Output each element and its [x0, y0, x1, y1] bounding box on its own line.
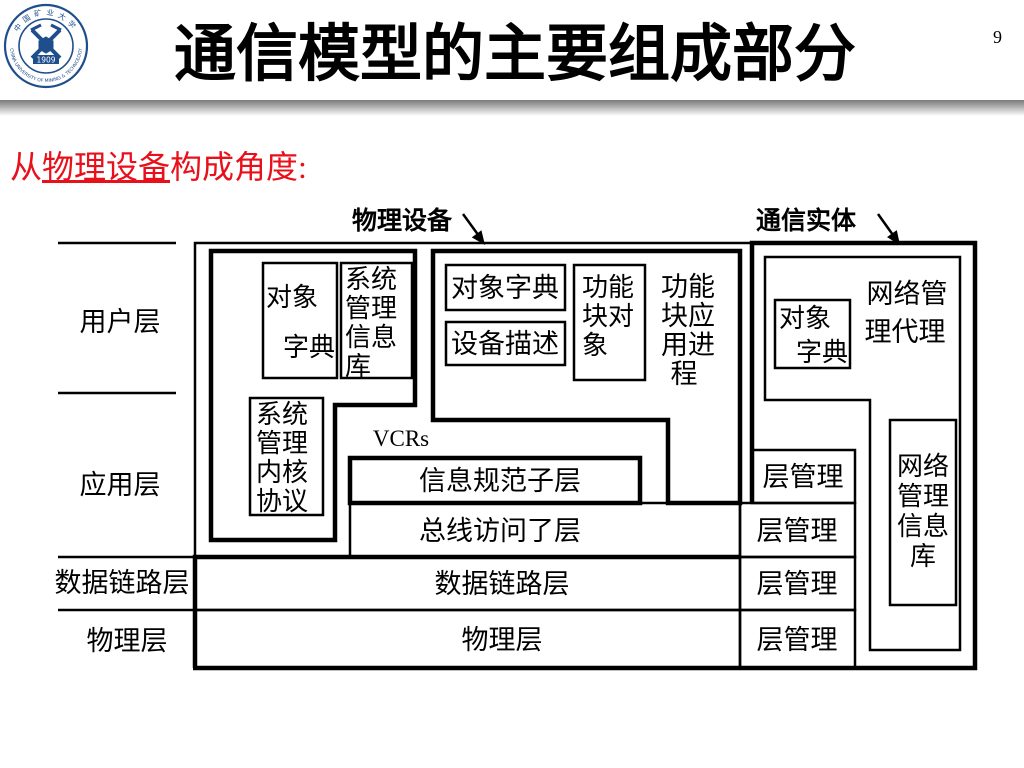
layer-label-application: 应用层 — [80, 470, 161, 500]
vcrs-label: VCRs — [373, 426, 429, 451]
sm-object-dictionary-box — [261, 261, 339, 380]
page-number: 9 — [993, 27, 1002, 47]
nm-object-dictionary-line-2: 字典 — [796, 338, 848, 367]
smib-box — [339, 261, 414, 380]
nmib-line-1: 网络 — [897, 452, 949, 481]
sm-object-dictionary-line-1: 对象 — [266, 283, 318, 312]
subtitle-suffix: 构成角度: — [170, 149, 307, 185]
nm-agent-line-1: 网络管 — [867, 279, 948, 309]
communication-entity-label: 通信实体 — [756, 206, 857, 235]
layer-label-physical: 物理层 — [87, 626, 168, 656]
fb-object-line-2: 块对 — [582, 302, 634, 331]
smib-line-2: 管理 — [345, 294, 397, 323]
logo-emblem-icon — [30, 23, 62, 60]
communication-model-diagram: 用户层 应用层 数据链路层 物理层 物理设备 通信实体 对象 字典 系统 管理 … — [55, 206, 978, 671]
nmib-box — [888, 418, 958, 607]
nmib-line-3: 信息 — [897, 512, 949, 541]
subtitle-underlined: 物理设备 — [42, 149, 171, 185]
physical-layer-label: 物理层 — [462, 625, 543, 655]
header-divider — [0, 100, 1024, 116]
layer-management-label-2: 层管理 — [757, 516, 838, 546]
smib-line-3: 信息 — [345, 323, 397, 352]
sm-kernel-protocol-line-3: 内核 — [256, 458, 308, 487]
fb-object-dictionary-box — [444, 263, 567, 312]
communication-entity-outline — [749, 240, 978, 670]
nm-object-dictionary-line-1: 对象 — [779, 304, 831, 333]
smib-line-4: 库 — [345, 352, 371, 381]
fb-application-line-4: 程 — [671, 359, 698, 389]
logo-year: 1909 — [36, 56, 55, 65]
fas-sublayer-label: 总线访问了层 — [419, 516, 581, 546]
layer-management-label-1: 层管理 — [763, 462, 844, 492]
physical-device-outline — [193, 241, 752, 668]
page-title: 通信模型的主要组成部分 — [173, 21, 856, 89]
lower-stack-outline — [192, 554, 740, 668]
fb-application-line-3: 用进 — [661, 330, 715, 360]
sm-kernel-protocol-line-4: 协议 — [256, 487, 308, 516]
fb-application-line-2: 块应 — [661, 301, 715, 331]
layer-management-label-3: 层管理 — [757, 569, 838, 599]
subtitle: 从物理设备构成角度: — [10, 146, 307, 188]
sm-object-dictionary-line-2: 字典 — [283, 333, 335, 362]
layer-label-user: 用户层 — [80, 307, 161, 337]
fms-sublayer-label: 信息规范子层 — [419, 466, 581, 496]
logo-year-banner — [33, 55, 59, 64]
fb-object-line-3: 象 — [582, 331, 608, 360]
nmib-line-4: 库 — [910, 542, 936, 571]
fb-object-dictionary-label: 对象字典 — [451, 273, 559, 303]
function-block-object-box — [572, 263, 647, 382]
communication-entity-arrow-icon — [876, 213, 900, 245]
physical-device-arrow-icon — [461, 213, 485, 245]
device-description-box — [444, 320, 567, 367]
nm-agent-line-2: 理代理 — [865, 317, 946, 347]
sm-kernel-protocol-line-2: 管理 — [256, 429, 308, 458]
sm-kernel-protocol-line-1: 系统 — [256, 400, 308, 429]
layer-label-data-link: 数据链路层 — [55, 568, 190, 598]
nmib-line-2: 管理 — [897, 482, 949, 511]
smib-line-1: 系统 — [345, 265, 397, 294]
physical-device-label: 物理设备 — [352, 207, 453, 235]
data-link-layer-label: 数据链路层 — [435, 569, 570, 599]
network-management-agent-block — [763, 255, 962, 652]
device-description-label: 设备描述 — [451, 329, 559, 359]
university-logo: CHINA UNIVERSITY OF MINING & TECHNOLOGY … — [3, 3, 89, 89]
fb-application-line-1: 功能 — [661, 272, 715, 302]
subtitle-prefix: 从 — [10, 149, 43, 185]
sm-kernel-protocol-box — [248, 396, 325, 517]
fb-object-line-1: 功能 — [582, 273, 634, 302]
nm-object-dictionary-box — [773, 298, 852, 370]
system-management-block — [208, 248, 418, 543]
layer-management-label-4: 层管理 — [757, 625, 838, 655]
